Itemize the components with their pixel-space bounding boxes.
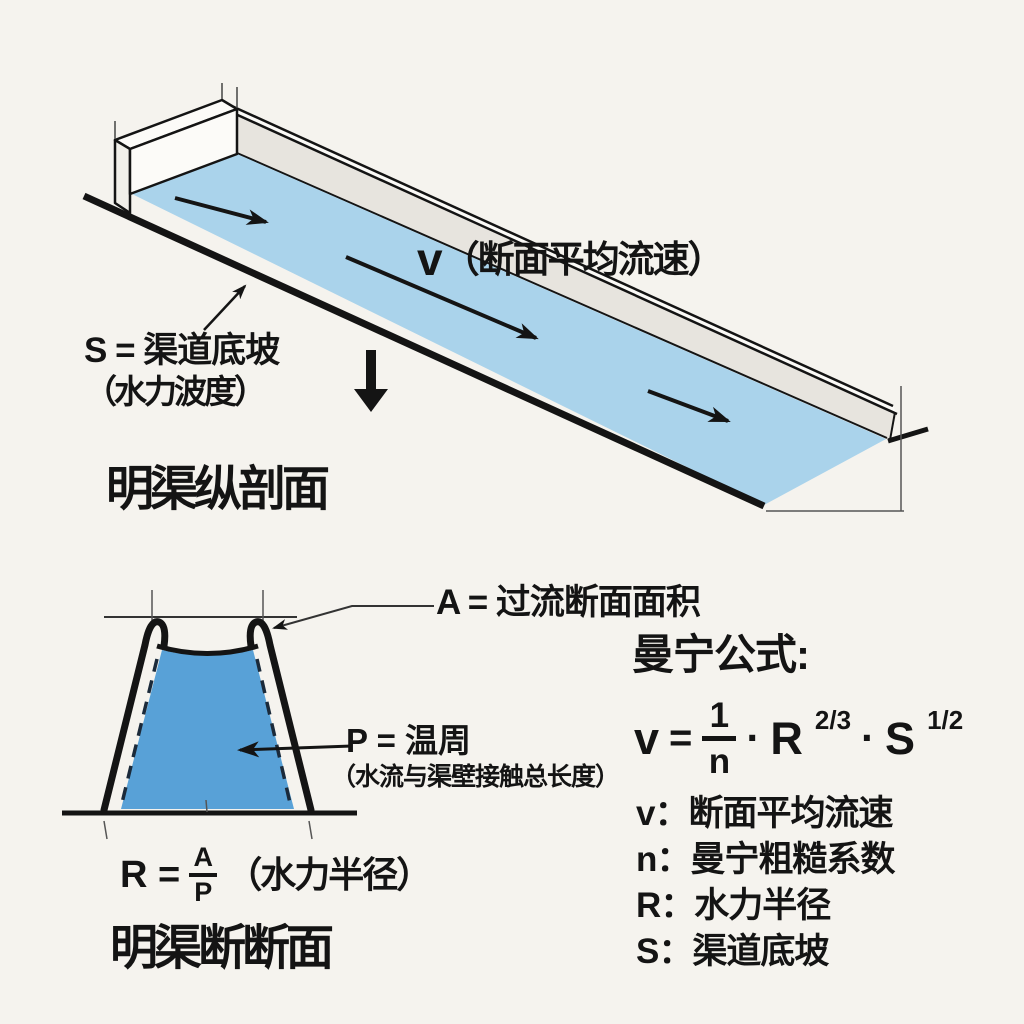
- flow-arrow-2: [345, 255, 539, 340]
- manning-exponent-S: 1/2: [927, 705, 964, 735]
- radius-fraction: A P: [189, 842, 218, 907]
- wetted-perimeter-dashes: [120, 658, 292, 804]
- legend-item-v: v：断面平均流速: [636, 796, 894, 831]
- radius-denominator: P: [194, 877, 213, 907]
- legend-separator: ：: [660, 886, 695, 925]
- radius-lhs: R =: [120, 854, 181, 896]
- manning-exponent-R: 2/3: [814, 705, 852, 735]
- down-arrow-icon: [354, 350, 388, 412]
- legend-text: 曼宁粗糙系数: [690, 840, 895, 879]
- slope-leader-arrow: [203, 284, 247, 331]
- manning-denominator: n: [708, 741, 731, 781]
- end-dimension-bracket: [766, 386, 904, 512]
- channel-back-wall: [224, 101, 898, 441]
- legend-separator: ：: [654, 794, 689, 833]
- manning-numerator: 1: [709, 695, 730, 735]
- channel-end-wall: [113, 98, 239, 215]
- manning-formula: v = 1 n · R 2/3 · S 1/2: [634, 692, 963, 784]
- perimeter-label-line1: P = 温周: [346, 722, 472, 759]
- manning-equals: =: [669, 716, 693, 760]
- top-ticks: [151, 590, 264, 622]
- manning-base-R: R: [770, 712, 803, 764]
- area-leader-line: [272, 605, 434, 630]
- cross-left-wall: [100, 618, 169, 814]
- multiplication-dot: ·: [861, 714, 876, 761]
- cross-right-wall: [246, 618, 315, 814]
- perimeter-label: P = 温周 （水流与渠壁接触总长度）: [331, 722, 620, 790]
- manning-base-S: S: [885, 712, 916, 764]
- legend-symbol: n: [636, 840, 657, 879]
- legend-text: 渠道底坡: [692, 932, 829, 971]
- perimeter-label-line2: （水流与渠壁接触总长度）: [331, 763, 620, 791]
- legend-symbol: R: [636, 886, 661, 925]
- end-wall-stakes: [114, 83, 238, 139]
- flow-arrows: [174, 196, 731, 423]
- velocity-symbol: v: [417, 233, 443, 285]
- legend-separator: ：: [656, 840, 691, 879]
- radius-numerator: A: [193, 842, 213, 872]
- velocity-label: v （断面平均流速）: [417, 233, 725, 285]
- legend-symbol: v: [636, 794, 655, 833]
- radius-note: （水力半径）: [226, 854, 432, 895]
- legend-text: 断面平均流速: [688, 794, 893, 833]
- legend-separator: ：: [658, 932, 693, 971]
- longitudinal-section-caption: 明渠纵剖面: [106, 463, 330, 516]
- fraction-bar: [702, 735, 737, 741]
- hydraulic-radius-formula: R = A P （水力半径）: [120, 840, 432, 910]
- cross-water-fill: [121, 650, 294, 809]
- velocity-paren-text: （断面平均流速）: [442, 238, 725, 280]
- manning-formula-title: 曼宁公式:: [632, 631, 810, 678]
- slope-label-line2: （水力波度）: [84, 373, 267, 410]
- water-surface-channel: [132, 154, 886, 505]
- fraction-bar: [189, 873, 218, 877]
- legend-text: 水力半径: [694, 886, 831, 925]
- legend-item-S: S：渠道底坡: [636, 934, 894, 969]
- channel-bed-slope-line-end: [887, 426, 929, 444]
- manning-lhs: v: [634, 712, 660, 764]
- legend-item-n: n：曼宁粗糙系数: [636, 840, 895, 879]
- slope-label: S = 渠道底坡 （水力波度）: [84, 331, 280, 410]
- manning-legend: v：断面平均流速 n：曼宁粗糙系数 R：水力半径 S：渠道底坡: [636, 796, 895, 980]
- slope-label-line1: S = 渠道底坡: [84, 331, 280, 370]
- legend-symbol: S: [636, 932, 659, 971]
- area-label: A = 过流断面面积: [436, 583, 701, 622]
- perimeter-leader-arrow: [237, 741, 353, 758]
- multiplication-dot: ·: [746, 714, 761, 761]
- flow-arrow-1: [174, 196, 269, 225]
- ground-ticks: [103, 799, 313, 840]
- flow-arrow-3: [647, 389, 731, 423]
- cross-water-surface: [156, 643, 259, 656]
- manning-fraction: 1 n: [702, 695, 737, 781]
- legend-item-R: R：水力半径: [636, 888, 894, 923]
- cross-section-caption: 明渠断断面: [110, 922, 334, 975]
- channel-bed-slope-line: [82, 192, 766, 510]
